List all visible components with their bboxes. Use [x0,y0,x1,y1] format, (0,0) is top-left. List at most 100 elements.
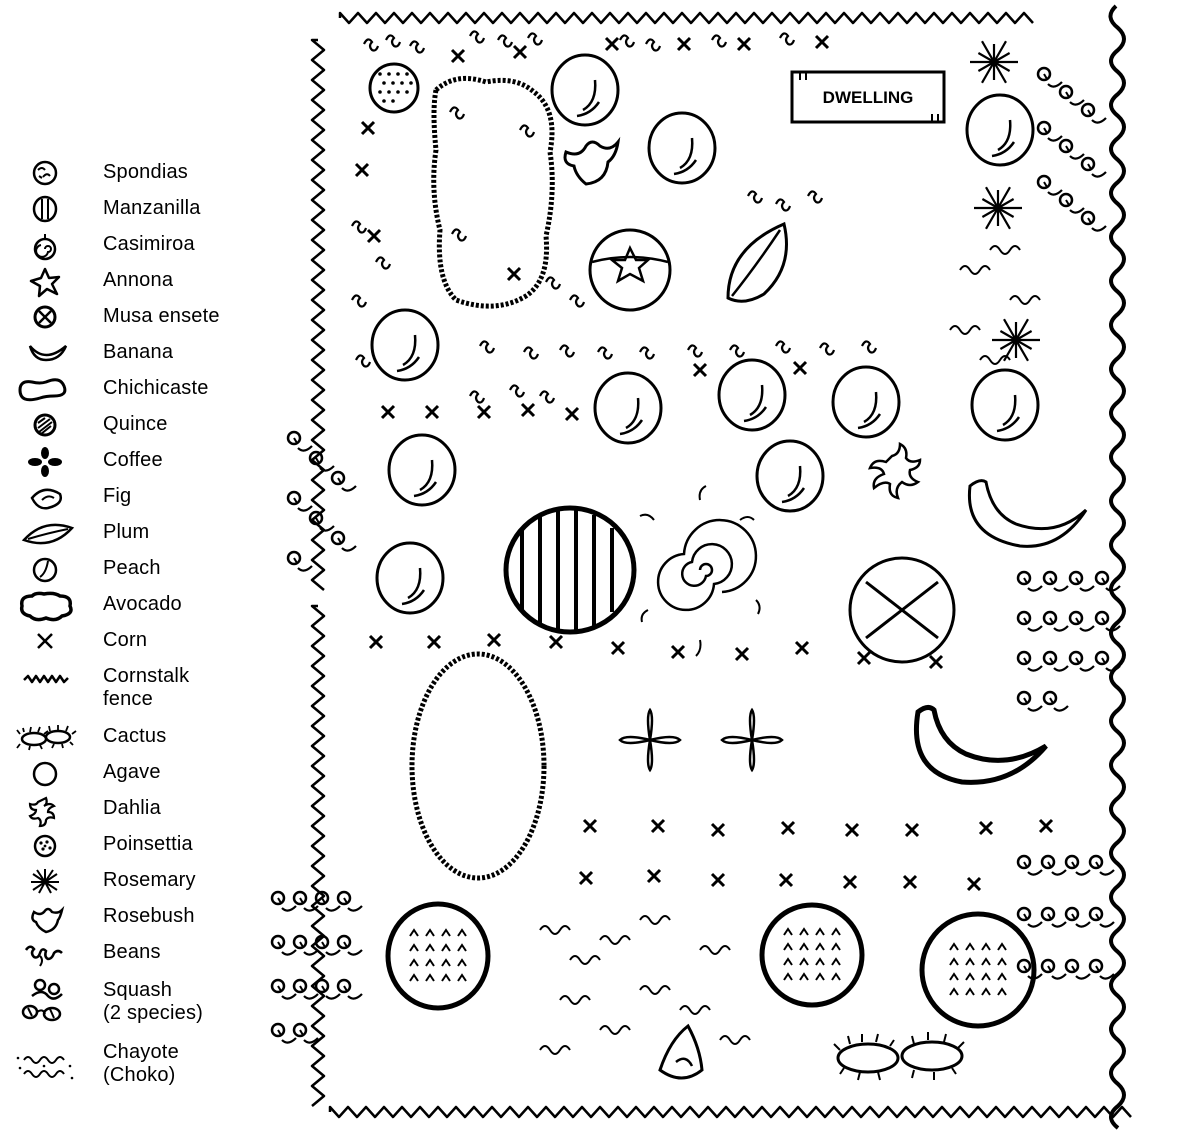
legend-item-manzanilla: Manzanilla [0,194,260,230]
bean-plant [780,33,794,44]
agave-mark [816,929,824,935]
agave-mark [426,960,434,966]
legend-label: Fig [103,485,131,507]
squash-plant [272,936,296,955]
spondias-icon [10,158,80,194]
legend-label: Agave [103,761,161,783]
agave-mark [816,974,824,980]
squash-plant [1060,194,1084,213]
annona-tree [590,230,670,310]
legend-item-coffee: Coffee [0,446,260,482]
legend-item-quince: Quince [0,410,260,446]
chayote-vine [990,246,1020,254]
bean-plant [646,39,660,50]
peach-tree [967,95,1033,165]
corn-plant [566,408,578,420]
legend-item-musa-ensete: Musa ensete [0,302,260,338]
poinsettia-top [370,64,418,112]
corn-plant [1040,820,1052,832]
legend-label: Corn [103,629,147,651]
plum-tree [728,224,787,301]
agave-mark [426,930,434,936]
corn-plant [508,268,520,280]
fence-top [340,13,1033,23]
fence-bottom [330,1107,1131,1117]
bean-plant [776,341,790,352]
corn-plant [648,870,660,882]
bean-plant [376,257,390,268]
poinsettia-dot [382,99,386,103]
poinsettia-dot [378,90,382,94]
musa-ensete-icon [10,302,80,338]
corn-plant [794,362,806,374]
agave-mark [458,960,466,966]
peach-tree [377,543,443,613]
squash-plant [1038,122,1062,141]
squash-plant [1044,652,1068,671]
corn-plant [980,822,992,834]
squash-plant [1082,158,1106,177]
bean-plant [356,355,370,366]
agave-mark [832,959,840,965]
poinsettia-dot [396,72,400,76]
agave-icon [10,758,80,794]
peach-tree [595,373,661,443]
corn-plant [672,646,684,658]
squash-plant [1044,692,1068,711]
corn-plant [426,406,438,418]
bean-plant [598,347,612,358]
squash-plant [1090,856,1114,875]
corn-plant [584,820,596,832]
peach-tree [719,360,785,430]
agave-mark [800,974,808,980]
legend-label: Squash [103,979,172,1001]
legend-label: Rosemary [103,869,196,891]
legend-item-dahlia: Dahlia [0,794,260,830]
poinsettia-dot [400,81,404,85]
squash-plant [272,980,296,999]
bean-plant [352,221,366,232]
garden-plan: DWELLING [258,0,1194,1130]
legend-item-rosebush: Rosebush [0,902,260,938]
squash-plant [316,980,340,999]
legend-label-line2: (Choko) [103,1064,176,1086]
musa-ensete-tree [850,558,954,662]
legend-label: Plum [103,521,149,543]
squash-plant [1042,960,1066,979]
bean-plant [570,295,584,306]
squash-plant [1082,104,1106,123]
agave-mark [982,944,990,950]
legend-label: Peach [103,557,161,579]
legend-label: Dahlia [103,797,161,819]
corn-plant [816,36,828,48]
agave-mark [426,975,434,981]
corn-plant [580,872,592,884]
agave-mark [458,975,466,981]
legend-label: Poinsettia [103,833,193,855]
squash-plant [1060,140,1084,159]
squash-plant [1070,652,1094,671]
legend-label: Rosebush [103,905,195,927]
agave-mark [950,989,958,995]
legend-item-banana: Banana [0,338,260,374]
squash-plant [288,492,312,511]
poinsettia-dot [391,81,395,85]
corn-plant [846,824,858,836]
agave-mark [410,975,418,981]
legend-item-casimiroa: Casimiroa [0,230,260,266]
legend-item-avocado: Avocado [0,590,260,626]
corn-plant [736,648,748,660]
corn-plant [678,38,690,50]
chayote-vine [950,326,980,334]
squash-plant [1018,612,1042,631]
squash-plant [1090,908,1114,927]
dwelling: DWELLING [792,72,944,122]
squash-plant [1042,908,1066,927]
dwelling-label: DWELLING [823,88,914,107]
corn-plant [428,636,440,648]
bean-plant [452,229,466,240]
agave-mark [982,989,990,995]
bean-plant [524,347,538,358]
agave-mark [950,944,958,950]
poinsettia-dot [378,72,382,76]
